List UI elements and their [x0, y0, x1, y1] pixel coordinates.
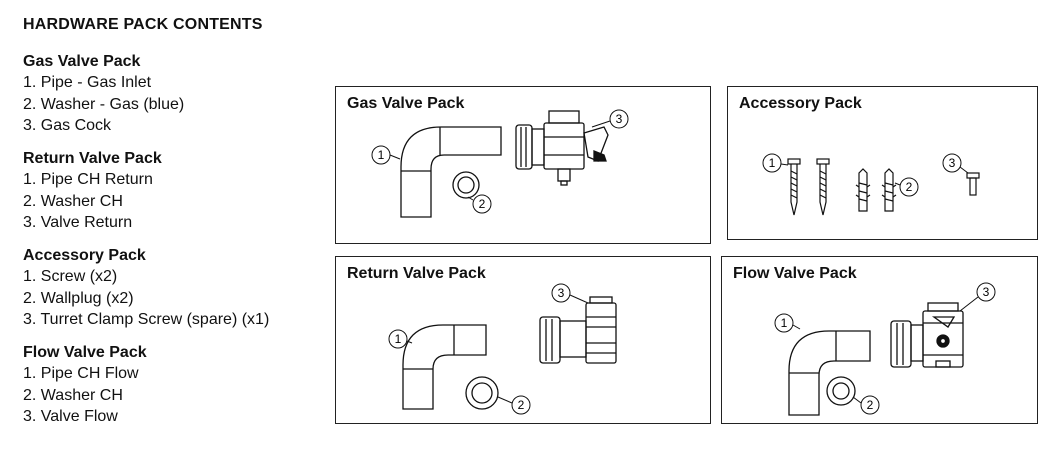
callout-1: 1 — [395, 332, 402, 346]
callout-3: 3 — [983, 285, 990, 299]
panel-title: Return Valve Pack — [347, 265, 486, 282]
flow-washer-icon — [826, 376, 856, 406]
callout-2: 2 — [479, 197, 486, 211]
callout-3: 3 — [949, 156, 956, 170]
flow-valve-pack-drawing: 1 2 3 — [774, 282, 996, 416]
gas-inlet-pipe-icon — [400, 126, 502, 218]
gas-valve-pack-drawing: 1 2 3 — [371, 109, 629, 218]
list-return-valve-pack: Return Valve Pack 1. Pipe CH Return 2. W… — [23, 148, 162, 234]
list-title: Gas Valve Pack — [23, 53, 141, 70]
list-item: 1. Pipe CH Flow — [23, 365, 139, 382]
callout-1: 1 — [769, 156, 776, 170]
callout-1: 1 — [781, 316, 788, 330]
list-item: 3. Gas Cock — [23, 117, 112, 134]
list-item: 1. Screw (x2) — [23, 268, 118, 285]
callout-3: 3 — [616, 112, 623, 126]
list-item: 2. Washer CH — [23, 192, 123, 210]
screw-icon — [787, 158, 801, 216]
list-gas-valve-pack: Gas Valve Pack 1. Pipe - Gas Inlet 2. Wa… — [23, 51, 184, 137]
wallplug-icon — [881, 168, 897, 212]
list-item: 1. Pipe - Gas Inlet — [23, 74, 152, 91]
return-valve-icon — [539, 296, 617, 364]
list-title: Accessory Pack — [23, 247, 146, 264]
return-washer-icon — [465, 376, 499, 410]
list-item: 2. Washer CH — [23, 386, 123, 404]
panel-title: Accessory Pack — [739, 95, 862, 112]
list-item: 2. Wallplug (x2) — [23, 289, 134, 307]
flow-pipe-icon — [788, 330, 871, 416]
callout-2: 2 — [906, 180, 913, 194]
gas-washer-icon — [452, 171, 480, 199]
return-valve-pack-drawing: 1 2 3 — [388, 283, 617, 415]
list-item: 1. Pipe CH Return — [23, 171, 153, 188]
callout-1: 1 — [378, 148, 385, 162]
list-accessory-pack: Accessory Pack 1. Screw (x2) 2. Wallplug… — [23, 245, 269, 331]
panel-return-valve-pack: 1 2 3 Return Valve Pack — [335, 256, 711, 424]
page-title: HARDWARE PACK CONTENTS — [23, 16, 263, 33]
list-item: 3. Valve Return — [23, 214, 133, 231]
callout-3: 3 — [558, 286, 565, 300]
list-item: 2. Washer - Gas (blue) — [23, 95, 185, 113]
panel-accessory-pack: 1 2 3 Accessory Pack — [727, 86, 1038, 240]
screw-icon — [816, 158, 830, 216]
turret-clamp-screw-icon — [966, 172, 980, 196]
panel-gas-valve-pack: 1 2 3 Gas Valve Pack — [335, 86, 711, 244]
callout-2: 2 — [518, 398, 525, 412]
return-pipe-icon — [402, 324, 487, 410]
list-title: Return Valve Pack — [23, 150, 162, 167]
list-title: Flow Valve Pack — [23, 344, 147, 361]
flow-valve-icon — [890, 302, 964, 368]
list-flow-valve-pack: Flow Valve Pack 1. Pipe CH Flow 2. Washe… — [23, 342, 147, 428]
gas-cock-icon — [515, 110, 609, 186]
accessory-pack-drawing: 1 2 3 — [762, 153, 980, 216]
panel-title: Gas Valve Pack — [347, 95, 465, 112]
callout-2: 2 — [867, 398, 874, 412]
panel-title: Flow Valve Pack — [733, 265, 857, 282]
list-item: 3. Turret Clamp Screw (spare) (x1) — [23, 311, 270, 328]
list-item: 3. Valve Flow — [23, 408, 118, 425]
panel-flow-valve-pack: 1 2 3 Flow Valve Pack — [721, 256, 1038, 424]
wallplug-icon — [855, 168, 871, 212]
